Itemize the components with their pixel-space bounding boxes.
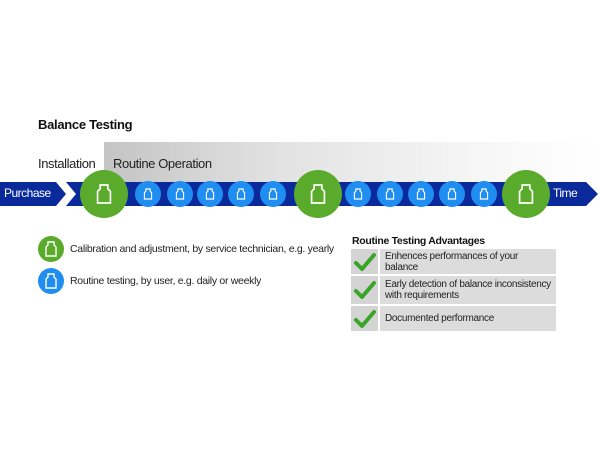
timeline-start-label: Purchase <box>4 186 51 200</box>
weight-icon <box>479 188 489 200</box>
weight-icon <box>45 273 57 289</box>
weight-icon <box>45 241 57 257</box>
calibration-marker <box>502 170 550 218</box>
weight-icon <box>416 188 426 200</box>
routine-test-marker <box>135 181 161 207</box>
installation-phase-label: Installation <box>38 156 96 171</box>
checkmark-icon <box>351 276 378 304</box>
calibration-marker <box>294 170 342 218</box>
advantage-row: Early detection of balance inconsistency… <box>351 276 556 304</box>
weight-icon <box>518 184 534 204</box>
advantages-title: Routine Testing Advantages <box>352 235 485 247</box>
weight-icon <box>96 184 112 204</box>
weight-icon <box>447 188 457 200</box>
weight-icon <box>310 184 326 204</box>
weight-icon <box>143 188 153 200</box>
routine-test-marker <box>377 181 403 207</box>
routine-test-marker <box>167 181 193 207</box>
checkmark-icon <box>351 249 378 274</box>
advantage-text: Enhences performances of your balance <box>380 249 556 274</box>
checkmark-icon <box>351 306 378 331</box>
advantage-text: Early detection of balance inconsistency… <box>380 276 556 304</box>
routine-test-marker <box>439 181 465 207</box>
weight-icon <box>385 188 395 200</box>
routine-test-marker <box>471 181 497 207</box>
legend-routine-text: Routine testing, by user, e.g. daily or … <box>70 275 262 287</box>
routine-test-marker <box>408 181 434 207</box>
weight-icon <box>268 188 278 200</box>
timeline-end-label: Time <box>553 186 578 200</box>
advantage-row: Documented performance <box>351 306 556 331</box>
diagram-title: Balance Testing <box>38 117 133 132</box>
routine-test-marker <box>345 181 371 207</box>
routine-phase-label: Routine Operation <box>113 156 212 171</box>
weight-icon <box>236 188 246 200</box>
routine-test-marker <box>228 181 254 207</box>
routine-test-marker <box>197 181 223 207</box>
weight-icon <box>353 188 363 200</box>
legend-calibration-icon <box>38 236 64 262</box>
advantage-row: Enhences performances of your balance <box>351 249 556 274</box>
legend-routine-icon <box>38 268 64 294</box>
advantage-text: Documented performance <box>380 306 556 331</box>
legend-calibration-text: Calibration and adjustment, by service t… <box>70 243 334 255</box>
calibration-marker <box>80 170 128 218</box>
weight-icon <box>205 188 215 200</box>
weight-icon <box>175 188 185 200</box>
routine-test-marker <box>260 181 286 207</box>
